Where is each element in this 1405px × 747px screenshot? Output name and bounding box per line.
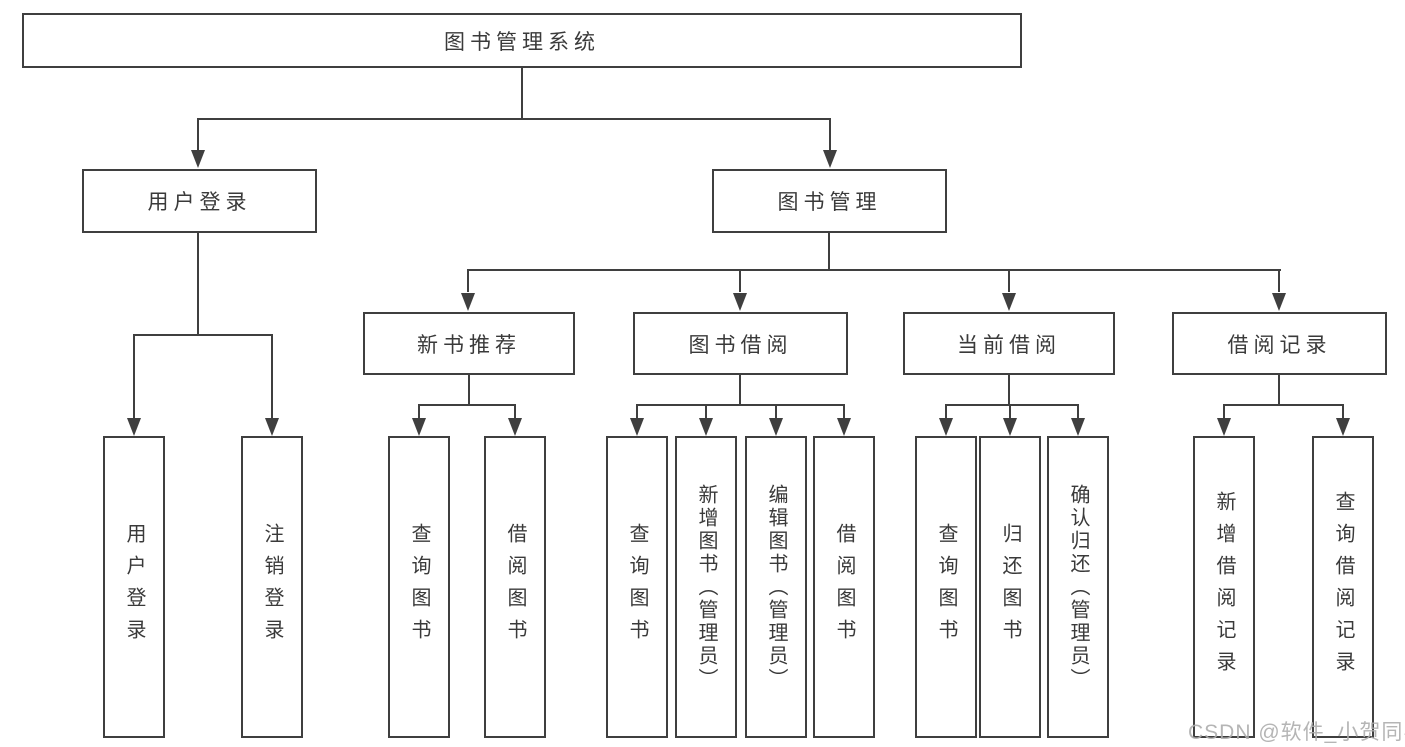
connector-book-management-branch xyxy=(467,269,1281,271)
node-new-book-recommendation: 新书推荐 xyxy=(363,312,575,375)
arrow-down-icon xyxy=(699,418,713,436)
arrow-down-icon xyxy=(265,418,279,436)
leaf-add-borrow-record: 新增借阅记录 xyxy=(1193,436,1255,738)
connector-to-leaf xyxy=(1223,406,1225,418)
leaf-borrow-books-borrowing: 借阅图书 xyxy=(813,436,875,738)
leaf-query-books-current: 查询图书 xyxy=(915,436,977,738)
leaf-confirm-return-admin: 确认归还（管理员） xyxy=(1047,436,1109,738)
arrow-down-icon xyxy=(127,418,141,436)
connector-user-login-stem xyxy=(197,233,199,335)
connector-borrowing-stem xyxy=(739,375,741,405)
arrow-down-icon xyxy=(1002,293,1016,311)
connector-current-stem xyxy=(1008,375,1010,405)
arrow-down-icon xyxy=(837,418,851,436)
arrow-down-icon xyxy=(630,418,644,436)
leaf-edit-books-admin: 编辑图书（管理员） xyxy=(745,436,807,738)
connector-to-leaf xyxy=(1342,406,1344,418)
arrow-down-icon xyxy=(939,418,953,436)
connector-to-level3 xyxy=(1278,271,1280,292)
csdn-watermark: CSDN @软件_小贺同学 xyxy=(1188,721,1405,744)
connector-to-leaf xyxy=(775,406,777,418)
connector-to-leaf xyxy=(1077,406,1079,418)
connector-to-level3 xyxy=(1008,271,1010,292)
connector-to-leaf xyxy=(133,336,135,418)
connector-to-leaf xyxy=(1009,406,1011,418)
arrow-down-icon xyxy=(1071,418,1085,436)
node-current-borrowing: 当前借阅 xyxy=(903,312,1115,375)
connector-to-leaf xyxy=(418,406,420,418)
leaf-logout: 注销登录 xyxy=(241,436,303,738)
arrow-down-icon xyxy=(733,293,747,311)
arrow-down-icon xyxy=(1272,293,1286,311)
leaf-return-books: 归还图书 xyxy=(979,436,1041,738)
leaf-borrow-books-recommend: 借阅图书 xyxy=(484,436,546,738)
leaf-query-borrow-record: 查询借阅记录 xyxy=(1312,436,1374,738)
connector-recommend-stem xyxy=(468,375,470,405)
arrow-down-icon xyxy=(191,150,205,168)
connector-borrowing-branch xyxy=(636,404,845,406)
arrow-down-icon xyxy=(461,293,475,311)
connector-root-branch xyxy=(197,118,831,120)
leaf-query-books-borrowing: 查询图书 xyxy=(606,436,668,738)
arrow-down-icon xyxy=(1336,418,1350,436)
leaf-add-books-admin: 新增图书（管理员） xyxy=(675,436,737,738)
connector-to-book-management xyxy=(829,120,831,152)
connector-to-leaf xyxy=(705,406,707,418)
connector-current-branch xyxy=(945,404,1079,406)
leaf-user-login: 用户登录 xyxy=(103,436,165,738)
node-user-login: 用户登录 xyxy=(82,169,317,233)
arrow-down-icon xyxy=(823,150,837,168)
connector-records-stem xyxy=(1278,375,1280,405)
connector-to-leaf xyxy=(514,406,516,418)
arrow-down-icon xyxy=(1003,418,1017,436)
leaf-query-books-recommend: 查询图书 xyxy=(388,436,450,738)
node-book-borrowing: 图书借阅 xyxy=(633,312,848,375)
connector-to-leaf xyxy=(945,406,947,418)
connector-user-login-branch xyxy=(133,334,273,336)
node-borrowing-records: 借阅记录 xyxy=(1172,312,1387,375)
connector-to-level3 xyxy=(467,271,469,292)
connector-to-level3 xyxy=(739,271,741,292)
connector-book-management-stem xyxy=(828,233,830,270)
connector-to-leaf xyxy=(271,336,273,418)
arrow-down-icon xyxy=(412,418,426,436)
arrow-down-icon xyxy=(769,418,783,436)
connector-to-leaf xyxy=(636,406,638,418)
arrow-down-icon xyxy=(1217,418,1231,436)
node-library-management-system: 图书管理系统 xyxy=(22,13,1022,68)
connector-to-user-login xyxy=(197,120,199,152)
node-book-management: 图书管理 xyxy=(712,169,947,233)
arrow-down-icon xyxy=(508,418,522,436)
connector-recommend-branch xyxy=(418,404,516,406)
connector-root-stem xyxy=(521,68,523,120)
connector-to-leaf xyxy=(843,406,845,418)
connector-records-branch xyxy=(1223,404,1344,406)
